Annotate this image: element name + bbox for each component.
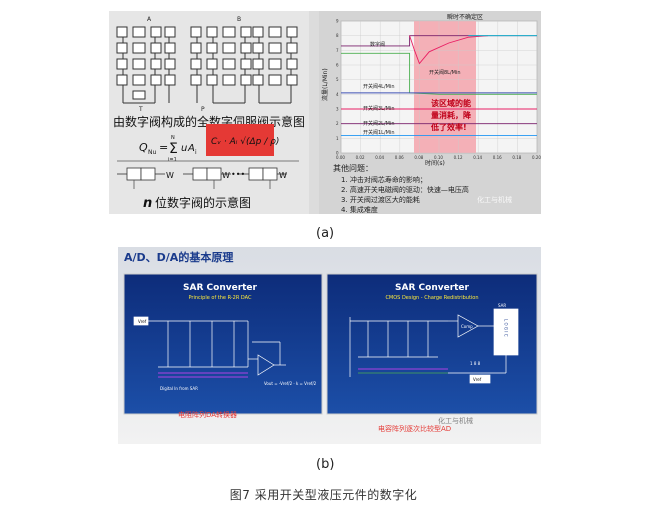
chart-series-lines — [341, 35, 537, 136]
y-tick-label: 9 — [336, 19, 339, 24]
series-line — [409, 35, 489, 65]
series-label-2: 开关阀2L/Min — [363, 120, 395, 127]
x-tick-label: 0.04 — [375, 155, 384, 160]
w-label-1: W — [166, 171, 174, 180]
right-vref: Vref — [473, 377, 482, 382]
y-tick-label: 6 — [336, 63, 339, 68]
issue-3: 3. 开关阀过渡区大的能耗 — [341, 195, 420, 204]
y-tick-label: 4 — [336, 92, 339, 97]
x-tick-label: 0.20 — [532, 155, 541, 160]
left-panel-subtitle: Principle of the R-2R DAC — [188, 295, 252, 301]
figure-caption: 图7 采用开关型液压元件的数字化 — [229, 488, 418, 502]
svg-text:u: u — [181, 143, 187, 154]
x-tick-label: 0.02 — [356, 155, 365, 160]
ellipsis-dots: ••• — [231, 170, 245, 179]
svg-text:Σ: Σ — [169, 141, 178, 157]
annotation-2: 量消耗，降 — [431, 110, 472, 120]
y-tick-label: 1 — [336, 136, 339, 141]
issue-1: 1. 冲击对阀芯寿命的影响； — [341, 175, 427, 184]
logic-label: L O G I C — [504, 319, 509, 337]
series-label-digital: 数字阀 — [370, 41, 385, 48]
chart-ticks: 0.00 0.02 0.04 0.06 0.08 0.10 0.12 0.14 0.16 0.18… — [336, 19, 541, 161]
figure-b: A/D、D/A的基本原理 SAR Converter Principle of … — [118, 247, 541, 444]
x-tick-label: 0.18 — [512, 155, 521, 160]
w-row — [117, 160, 299, 189]
series-label-4: 开关阀4L/Min — [363, 83, 395, 90]
figure-a: A B T P 由数字阀构成的全数字伺服阀示意图 Q Nu = Σ N i=1 … — [109, 11, 541, 214]
left-vref: Vref — [138, 319, 147, 324]
port-label-t: T — [138, 106, 143, 113]
left-panel-title: SAR Converter — [183, 283, 258, 293]
svg-text:A: A — [187, 143, 195, 154]
y-tick-label: 5 — [336, 77, 339, 82]
header: A/D、D/A的基本原理 — [124, 250, 233, 264]
bits-label: 1 8 8 — [470, 361, 481, 366]
issue-2: 2. 高速开关电磁阀的驱动：快速—电压高 — [341, 185, 469, 194]
port-label-b: B — [237, 16, 241, 23]
x-tick-label: 0.06 — [395, 155, 404, 160]
issue-4: 4. 集成难度 — [341, 205, 378, 214]
watermark-b: 化工与机械 — [438, 416, 473, 425]
svg-text:Nu: Nu — [148, 149, 156, 156]
chart-header: 瞬时不确定区 — [447, 13, 483, 21]
sar-label: SAR — [498, 303, 506, 308]
y-tick-label: 8 — [336, 33, 339, 38]
r2r-circuit — [133, 316, 286, 378]
uncertain-zone — [414, 21, 476, 153]
n-label: n — [143, 196, 152, 211]
label-b: (b) — [316, 457, 335, 472]
x-tick-label: 0.10 — [434, 155, 443, 160]
charge-redistribution-circuit — [349, 308, 519, 384]
x-tick-label: 0.00 — [336, 155, 345, 160]
figure-a-graphic: A B T P 由数字阀构成的全数字伺服阀示意图 Q Nu = Σ N i=1 … — [109, 11, 541, 214]
annotation-1: 该区域的能 — [431, 98, 471, 108]
digital-in-label: Digital In from SAR — [160, 386, 198, 391]
y-tick-label: 7 — [336, 48, 339, 53]
comp-label: Comp — [461, 324, 473, 329]
flow-formula: Q Nu = Σ N i=1 u A i — [139, 135, 197, 163]
chart-ylabel: 流量(L/Min) — [321, 68, 329, 101]
red-formula-box — [206, 124, 274, 156]
right-caption: 电容阵列逐次比较型AD — [378, 424, 451, 433]
port-label-p: P — [201, 106, 205, 113]
svg-text:i=1: i=1 — [168, 157, 177, 163]
chart-xlabel: 时间(s) — [425, 159, 445, 167]
port-label-a: A — [147, 16, 152, 23]
x-tick-label: 0.12 — [454, 155, 463, 160]
y-tick-label: 3 — [336, 107, 339, 112]
left-caption: 电阻阵列DA转换器 — [178, 410, 237, 419]
label-a: (a) — [316, 226, 335, 241]
issues-title: 其他问题： — [333, 163, 373, 173]
x-tick-label: 0.14 — [473, 155, 482, 160]
svg-text:i: i — [195, 149, 197, 156]
svg-text:N: N — [171, 135, 175, 141]
series-label-1: 开关阀1L/Min — [363, 129, 395, 136]
figure-b-graphic: A/D、D/A的基本原理 SAR Converter Principle of … — [118, 247, 541, 444]
series-label-3: 开关阀3L/Min — [363, 105, 395, 112]
w-label-2: W — [222, 171, 230, 180]
x-tick-label: 0.08 — [414, 155, 423, 160]
svg-text:=: = — [159, 141, 168, 154]
right-panel-subtitle: CMOS Design - Charge Redistribution — [385, 295, 478, 301]
right-panel-title: SAR Converter — [395, 283, 470, 293]
y-tick-label: 0 — [336, 151, 339, 156]
svg-text:Q: Q — [139, 141, 148, 154]
annotation-3: 低了效率! — [430, 122, 467, 132]
out-formula: Vout = -Vref/2 · k = Vref/2 — [264, 381, 317, 386]
red-formula: Cᵥ · Aᵢ √(Δp / ρ) — [211, 136, 279, 147]
watermark-a: 化工与机械 — [477, 195, 512, 204]
bottom-label: 位数字阀的示意图 — [155, 195, 251, 210]
valve-schematic — [116, 26, 298, 104]
y-tick-label: 2 — [336, 121, 339, 126]
x-tick-label: 0.16 — [493, 155, 502, 160]
left-panel — [123, 273, 323, 415]
series-label-8: 开关阀8L/Min — [429, 69, 461, 76]
w-label-3: W — [279, 171, 287, 180]
